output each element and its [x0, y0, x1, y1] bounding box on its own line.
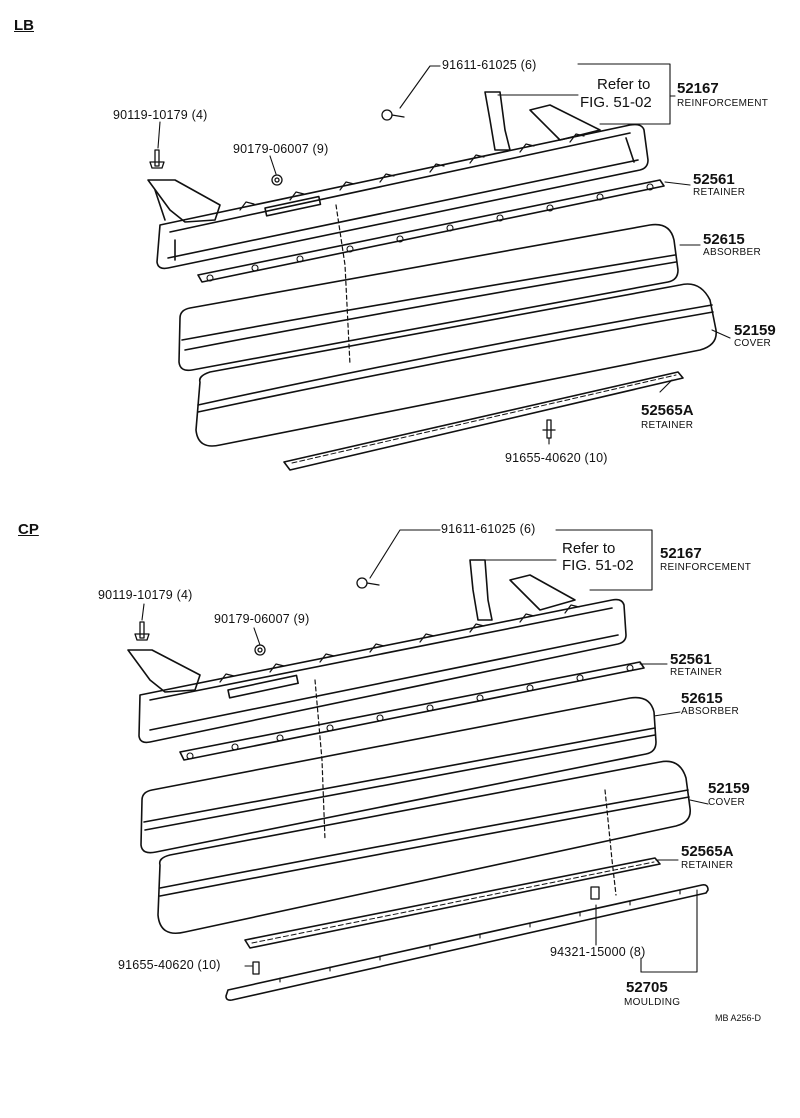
lb-bolt-icon [149, 149, 165, 169]
cp-part-name: ABSORBER [681, 706, 739, 717]
lb-reinforcement [147, 91, 649, 270]
cp-reinforcement [127, 559, 627, 744]
lb-part-name: RETAINER [641, 420, 694, 431]
lb-part-name: REINFORCEMENT [677, 98, 769, 109]
cp-bolt-icon [134, 621, 150, 641]
section-label-cp: CP [18, 521, 39, 538]
cp-part-name: RETAINER [681, 860, 734, 871]
cp-nut-icon [254, 644, 266, 656]
cp-cover [157, 760, 692, 934]
lb-part-name: RETAINER [693, 187, 746, 198]
lb-fastener-clip: 91655-40620 (10) [505, 451, 608, 465]
cp-bolt-top-icon [356, 577, 380, 589]
lb-part-number: 52167 [677, 80, 719, 97]
lb-fastener-nut: 90179-06007 (9) [233, 142, 329, 156]
cp-retainer-52561 [179, 661, 645, 761]
cp-retainer-52565a [244, 857, 661, 949]
lb-absorber [178, 223, 679, 372]
lb-nut-icon [271, 174, 283, 186]
lb-part-name: COVER [734, 338, 772, 349]
section-label-lb: LB [14, 17, 34, 34]
cp-fastener-moulding-clip: 94321-15000 (8) [550, 945, 646, 959]
lb-fastener-bolt-left: 90119-10179 (4) [113, 108, 208, 122]
cp-refer-line2: FIG. 51-02 [562, 557, 634, 574]
lb-part-name: ABSORBER [703, 247, 761, 258]
cp-fastener-clip: 91655-40620 (10) [118, 958, 221, 972]
cp-absorber [140, 696, 657, 854]
cp-part-number: 52561 [670, 651, 712, 668]
cp-part-number: 52565A [681, 843, 734, 860]
cp-fastener-nut: 90179-06007 (9) [214, 612, 310, 626]
lb-refer-line1: Refer to [597, 76, 651, 93]
lb-retainer-52561 [197, 179, 665, 283]
lb-part-number: 52561 [693, 171, 735, 188]
cp-part-number: 52159 [708, 780, 750, 797]
cp-part-name: COVER [708, 797, 746, 808]
lb-clip-icon [542, 419, 556, 439]
cp-part-number: 52615 [681, 690, 723, 707]
cp-moulding [225, 884, 709, 1001]
cp-part-number: 52167 [660, 545, 702, 562]
cp-part-name: REINFORCEMENT [660, 562, 752, 573]
cp-fastener-bolt-left: 90119-10179 (4) [98, 588, 193, 602]
cp-fastener-bolt-top: 91611-61025 (6) [441, 522, 536, 536]
lb-cover [195, 283, 717, 447]
lb-refer-line2: FIG. 51-02 [580, 94, 652, 111]
cp-part-name: RETAINER [670, 667, 723, 678]
lb-retainer-52565a [283, 371, 684, 471]
cp-clip-icon [252, 961, 260, 975]
lb-fastener-bolt-top: 91611-61025 (6) [442, 58, 537, 72]
lb-bolt-top-icon [381, 109, 405, 121]
cp-part-number: 52705 [626, 979, 668, 996]
figure-code: MB A256-D [715, 1013, 762, 1023]
cp-part-name: MOULDING [624, 997, 681, 1008]
lb-part-number: 52615 [703, 231, 745, 248]
cp-moulding-clip-icon [590, 886, 600, 900]
lb-part-number: 52565A [641, 402, 694, 419]
cp-refer-line1: Refer to [562, 540, 616, 557]
lb-part-number: 52159 [734, 322, 776, 339]
